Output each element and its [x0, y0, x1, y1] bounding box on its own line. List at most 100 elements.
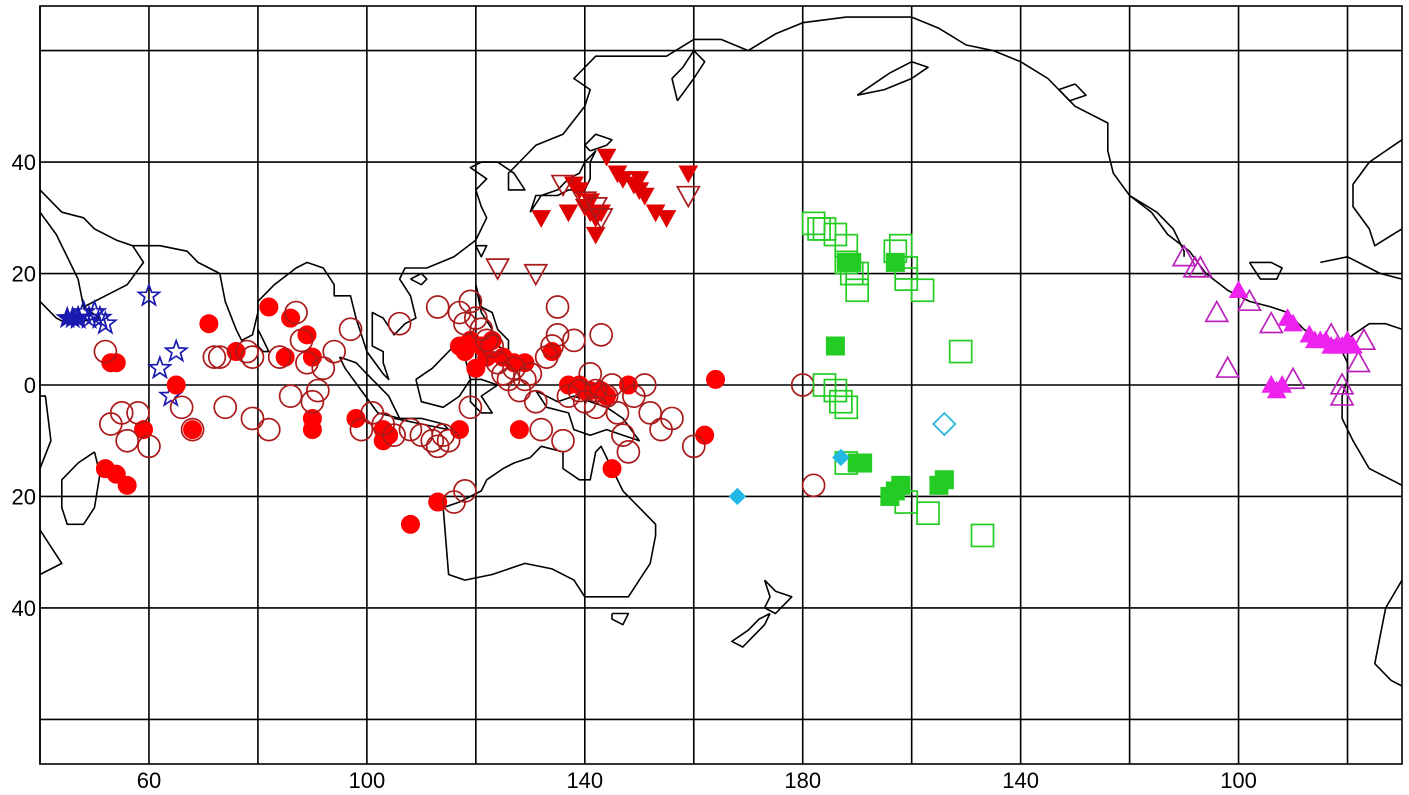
y-tick-label: 20 — [12, 484, 36, 509]
marker-triangle-down-filled — [678, 165, 699, 184]
marker-triangle-down-open — [675, 185, 701, 209]
x-tick-label: 100 — [349, 768, 386, 793]
coastline — [856, 60, 929, 96]
marker-circle-open — [551, 428, 575, 453]
marker-circle-filled — [106, 353, 126, 373]
coastline — [731, 612, 771, 648]
marker-circle-open — [513, 367, 537, 392]
marker-circle-open — [485, 350, 510, 375]
marker-circle-open — [545, 295, 570, 319]
x-tick-label: 60 — [137, 768, 161, 793]
marker-circle-open — [213, 395, 238, 420]
y-tick-label: 20 — [12, 262, 36, 287]
marker-circle-open — [387, 311, 412, 336]
marker-square-open — [916, 501, 940, 526]
marker-circle-open — [109, 401, 134, 425]
marker-triangle-up-open — [1329, 372, 1355, 395]
marker-circle-open — [453, 479, 477, 503]
marker-circle-open — [474, 328, 499, 353]
marker-circle-filled — [509, 420, 529, 440]
marker-circle-open — [284, 300, 308, 325]
marker-circle-open — [469, 317, 494, 342]
marker-circle-open — [93, 339, 118, 364]
marker-circle-filled — [166, 375, 186, 395]
x-tick-label: 180 — [784, 768, 821, 793]
marker-circle-open — [660, 406, 684, 431]
marker-triangle-down-filled — [531, 210, 552, 228]
marker-circle-open — [453, 311, 477, 336]
coastline — [763, 579, 793, 615]
marker-triangle-down-filled — [634, 187, 655, 206]
marker-star-open — [87, 304, 113, 330]
marker-circle-open — [202, 345, 227, 369]
marker-circle-filled — [428, 492, 448, 512]
marker-circle-open — [322, 339, 347, 364]
marker-circle-open — [801, 473, 826, 498]
marker-circle-filled — [602, 459, 622, 479]
coastline — [584, 133, 613, 152]
marker-circle-open — [436, 428, 461, 453]
marker-diamond-filled — [728, 487, 747, 506]
marker-circle-filled — [134, 420, 154, 440]
marker-triangle-up-open — [1237, 288, 1262, 312]
marker-circle-open — [681, 434, 706, 459]
marker-triangle-up-filled — [1272, 374, 1292, 393]
marker-circle-filled — [183, 420, 203, 440]
marker-triangle-down-filled — [558, 204, 579, 223]
marker-triangle-up-open — [1258, 310, 1284, 334]
coastline — [1346, 322, 1403, 341]
marker-diamond-open — [932, 411, 957, 437]
map-frame — [39, 5, 1403, 765]
marker-circle-open — [169, 395, 194, 420]
marker-triangle-up-open — [1351, 327, 1377, 351]
marker-circle-open — [458, 289, 483, 314]
marker-square-open — [834, 395, 859, 420]
marker-square-open — [910, 278, 935, 303]
marker-square-filled — [842, 252, 862, 272]
marker-star-open — [136, 282, 162, 307]
marker-circle-open — [425, 295, 450, 319]
marker-star-filled — [66, 305, 91, 329]
coastline — [535, 389, 641, 442]
y-tick-label: 0 — [24, 373, 36, 398]
marker-triangle-down-open — [588, 208, 614, 231]
marker-circle-open — [507, 378, 532, 403]
marker-circle-open — [589, 322, 613, 347]
marker-circle-filled — [259, 297, 279, 317]
marker-circle-open — [300, 389, 325, 414]
marker-circle-open — [338, 317, 363, 342]
coastline — [1374, 579, 1403, 687]
x-tick-label: 140 — [1002, 768, 1039, 793]
coastline — [39, 529, 63, 576]
marker-circle-open — [278, 384, 303, 408]
marker-triangle-up-open — [1187, 255, 1213, 278]
marker-triangle-up-filled — [1343, 335, 1363, 354]
marker-circle-open — [562, 328, 586, 353]
marker-triangle-down-filled — [656, 210, 677, 228]
marker-circle-open — [207, 345, 232, 369]
marker-triangle-up-open — [1171, 244, 1197, 267]
marker-circle-open — [638, 401, 663, 425]
marker-star-open — [81, 298, 108, 324]
marker-circle-open — [240, 345, 265, 369]
marker-circle-open — [529, 417, 554, 442]
marker-circle-filled — [297, 325, 317, 345]
marker-triangle-up-filled — [1228, 280, 1249, 298]
marker-circle-open — [305, 378, 330, 403]
marker-circle-open — [289, 328, 314, 353]
marker-circle-open — [240, 406, 265, 431]
marker-circle-open — [420, 428, 445, 453]
marker-circle-open — [235, 339, 259, 364]
marker-circle-open — [115, 428, 140, 453]
y-tick-label: 40 — [12, 150, 36, 175]
marker-circle-open — [556, 384, 581, 408]
marker-circle-open — [605, 401, 630, 425]
coastline — [1058, 83, 1087, 102]
marker-circle-open — [583, 378, 608, 403]
marker-circle-open — [600, 373, 624, 397]
marker-square-filled — [891, 475, 911, 495]
marker-circle-open — [425, 434, 450, 459]
marker-diamond-filled — [832, 448, 850, 467]
